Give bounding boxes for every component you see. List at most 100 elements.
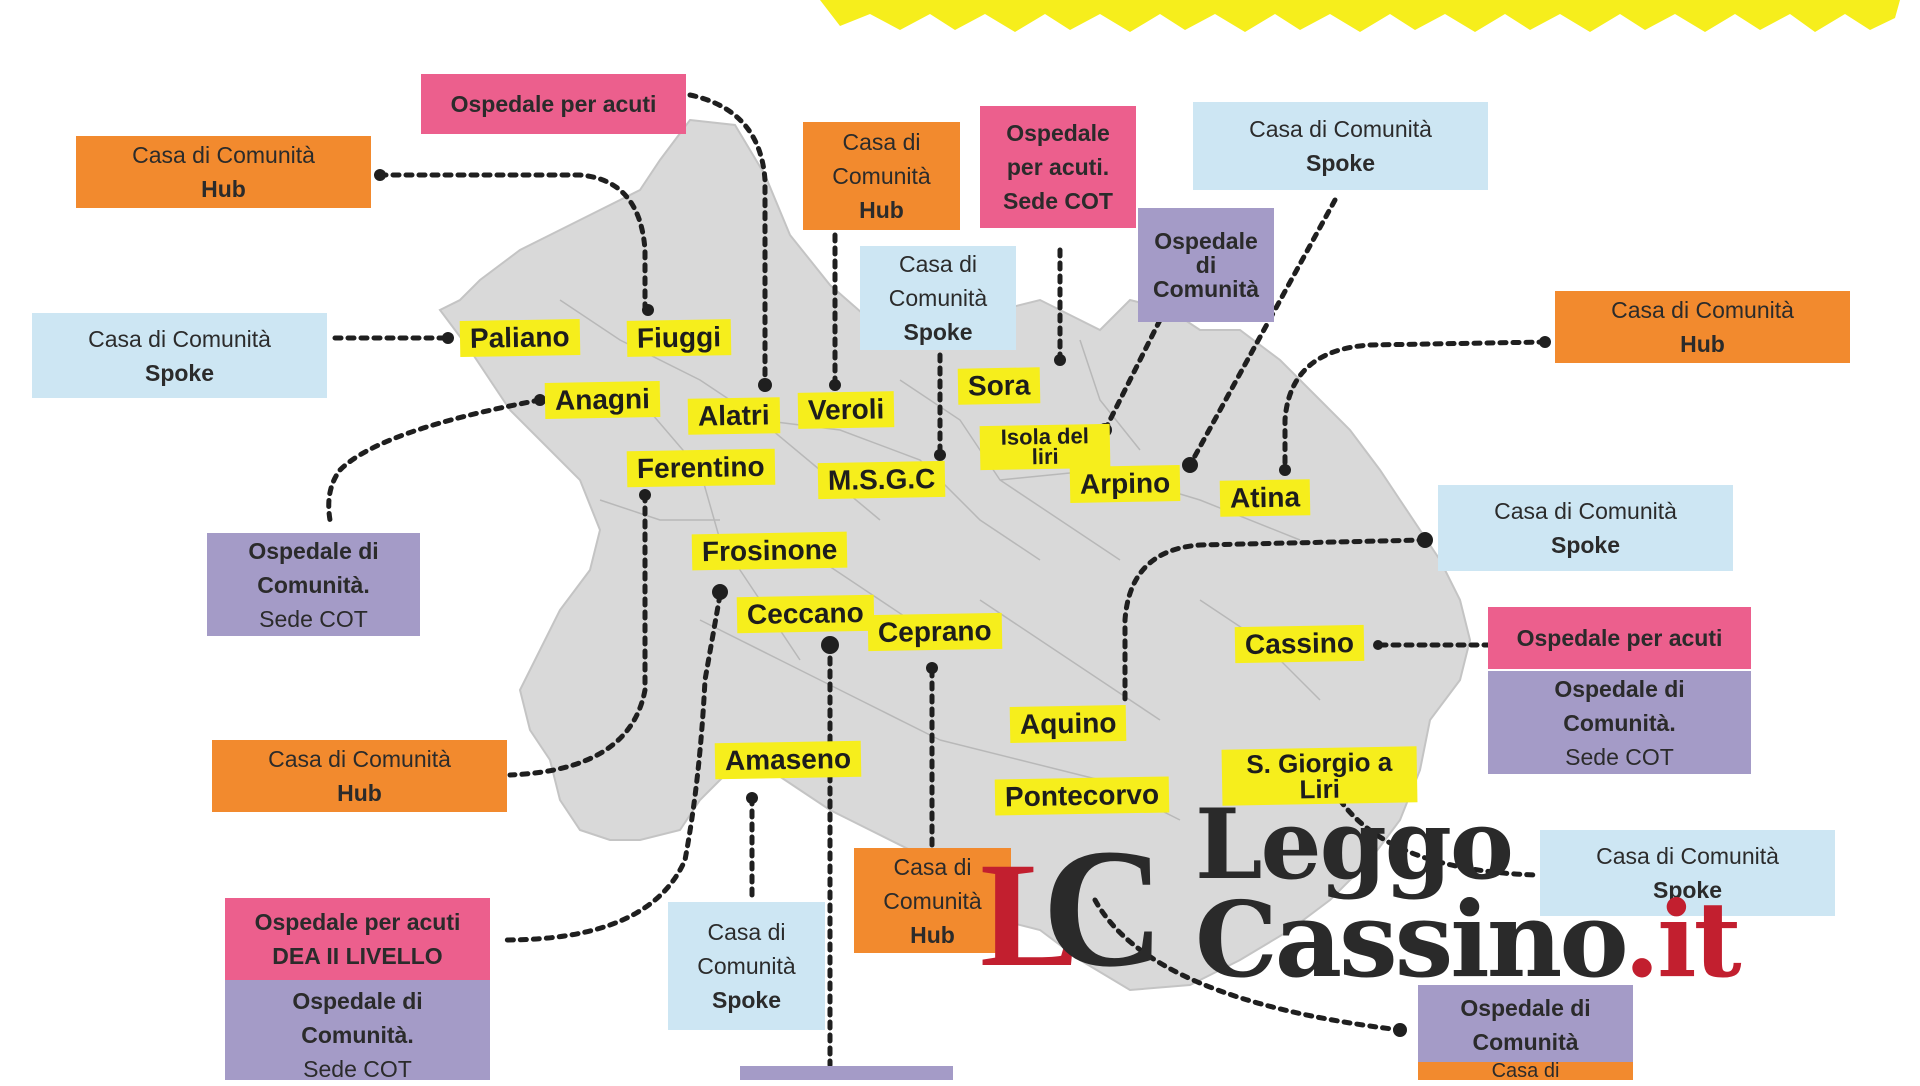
label-line: Spoke xyxy=(903,319,973,345)
label-line: Ospedale di xyxy=(248,537,379,564)
label-osp-com-cot-right: Ospedale di Comunità. Sede COT xyxy=(1488,671,1751,774)
label-spoke-top: Casa di Comunità Spoke xyxy=(860,246,1016,350)
city-frosinone: Frosinone xyxy=(691,531,848,571)
connector-anagni-oc xyxy=(326,397,543,523)
label-line: Casa di xyxy=(842,129,921,155)
label-hub-bottom: Casa di Comunità Hub xyxy=(854,848,1011,953)
label-line: Sede COT xyxy=(303,1056,412,1082)
label-line: Comunità. xyxy=(257,571,370,598)
label-line: Ospedale per acuti xyxy=(450,91,657,117)
label-line: Casa di Comunità xyxy=(88,325,271,352)
connector-sgiorgio-spoke xyxy=(1337,797,1538,878)
label-line: Sede COT xyxy=(259,605,368,632)
lc-monogram: L C xyxy=(980,810,1170,1002)
label-line: Hub xyxy=(201,176,246,202)
label-casa-partial: Casa di xyxy=(1418,1062,1633,1080)
city-veroli: Veroli xyxy=(797,391,895,429)
label-line: Hub xyxy=(337,780,382,806)
label-line: Ospedale di xyxy=(1460,995,1591,1021)
label-line: Hub xyxy=(1680,331,1725,357)
city-ceprano: Ceprano xyxy=(867,612,1002,652)
connector-ferentino-hub xyxy=(507,492,648,778)
label-line: Comunità xyxy=(888,285,988,311)
label-line: Ospedale di xyxy=(292,988,423,1014)
label-line: Comunità. xyxy=(301,1022,414,1048)
label-spoke-topright: Casa di Comunità Spoke xyxy=(1193,102,1488,190)
label-line: Spoke xyxy=(144,359,215,386)
label-line: Casa di Comunità xyxy=(1494,498,1677,524)
label-partial-bottom xyxy=(740,1066,953,1080)
leggocassino-logo: L C Leggo Cassino.it xyxy=(980,790,1880,1002)
label-line: Comunità xyxy=(1472,1029,1579,1055)
label-line: per acuti. xyxy=(1006,154,1110,180)
city-atina: Atina xyxy=(1219,479,1311,517)
connector-hub-atina xyxy=(1282,339,1548,473)
label-line: Hub xyxy=(910,921,955,948)
label-line: Casa di Comunità xyxy=(1596,843,1779,869)
label-osp-com-bottomright: Ospedale di Comunità xyxy=(1418,985,1633,1065)
logo-letter-c: C xyxy=(1042,814,1165,1002)
label-line: Ospedale per acuti xyxy=(1516,625,1723,651)
logo-tld: .it xyxy=(1623,878,1742,1001)
connector-frosinone-dea xyxy=(502,592,723,943)
label-line: Comunità xyxy=(697,953,796,979)
label-acuti-right: Ospedale per acuti xyxy=(1488,607,1751,669)
city-isola-del-liri: Isola del liri xyxy=(979,423,1111,471)
connector-spoke-arpino xyxy=(1187,197,1338,468)
label-line: Sede COT xyxy=(1565,743,1674,770)
label-line: Hub xyxy=(859,197,904,223)
label-line: Comunità xyxy=(883,887,982,914)
label-hub-right: Casa di Comunità Hub xyxy=(1555,291,1850,363)
label-osp-com-cot-bottom: Ospedale di Comunità. Sede COT xyxy=(225,980,490,1082)
label-line: Ospedale xyxy=(1154,228,1258,254)
label-spoke-left: Casa di Comunità Spoke xyxy=(32,313,327,398)
connector-hub-fiuggi xyxy=(377,172,648,313)
label-line: Comunità xyxy=(1152,276,1260,302)
label-line: Ospedale per acuti xyxy=(254,909,461,935)
city-ferentino: Ferentino xyxy=(626,448,775,488)
label-line: Spoke xyxy=(1305,150,1376,176)
label-acuti-top: Ospedale per acuti xyxy=(421,74,686,134)
label-line: Casa di Comunità xyxy=(268,746,451,772)
connector-oc-isola xyxy=(1102,317,1163,433)
label-spoke-right: Casa di Comunità Spoke xyxy=(1438,485,1733,571)
city-aquino: Aquino xyxy=(1009,704,1127,744)
label-line: Spoke xyxy=(1652,877,1723,903)
city-amaseno: Amaseno xyxy=(714,740,862,780)
label-line: Casa di Comunità xyxy=(1611,297,1794,323)
yellow-brush-decoration xyxy=(820,0,1900,32)
label-line: Casa di xyxy=(1491,1062,1560,1080)
city-ceccano: Ceccano xyxy=(736,594,875,634)
city-arpino: Arpino xyxy=(1069,465,1181,503)
label-line: Casa di Comunità xyxy=(132,142,315,168)
label-line: Sede COT xyxy=(1003,188,1113,214)
connector-pontecorvo-oc xyxy=(1092,897,1403,1033)
label-line: Spoke xyxy=(711,987,782,1013)
label-line: Casa di xyxy=(707,919,786,945)
label-hub-bottomleft: Casa di Comunità Hub xyxy=(212,740,507,812)
city-alatri: Alatri xyxy=(687,397,780,435)
city-sora: Sora xyxy=(957,367,1041,405)
logo-word-cassino-text: Cassino xyxy=(1195,878,1627,1001)
label-osp-com-top: Ospedale di Comunità xyxy=(1138,208,1274,322)
label-line: Casa di Comunità xyxy=(1249,116,1432,142)
label-line: Casa di xyxy=(899,251,977,277)
city-cassino: Cassino xyxy=(1234,624,1365,664)
label-line: di xyxy=(1195,252,1217,278)
label-line: Ospedale di xyxy=(1554,675,1685,702)
label-line: Spoke xyxy=(1550,532,1621,558)
connector-acuti-alatri xyxy=(687,92,768,388)
logo-word-cassino: Cassino.it xyxy=(1195,878,1742,1001)
label-hub-topleft: Casa di Comunità Hub xyxy=(76,136,371,208)
city-msgc: M.S.G.C xyxy=(817,460,946,500)
label-line: Comunità xyxy=(832,163,931,189)
connector-lines xyxy=(326,92,1548,1068)
label-acuti-dea: Ospedale per acuti DEA II LIVELLO xyxy=(225,898,490,980)
label-acuti-cot: Ospedale per acuti. Sede COT xyxy=(980,106,1136,228)
label-line: DEA II LIVELLO xyxy=(272,943,443,969)
connector-spoke-aquino xyxy=(1122,537,1428,703)
city-anagni: Anagni xyxy=(544,381,661,419)
label-line: Casa di xyxy=(893,853,972,880)
label-spoke-bottom: Casa di Comunità Spoke xyxy=(668,902,825,1030)
label-hub-top: Casa di Comunità Hub xyxy=(803,122,960,230)
